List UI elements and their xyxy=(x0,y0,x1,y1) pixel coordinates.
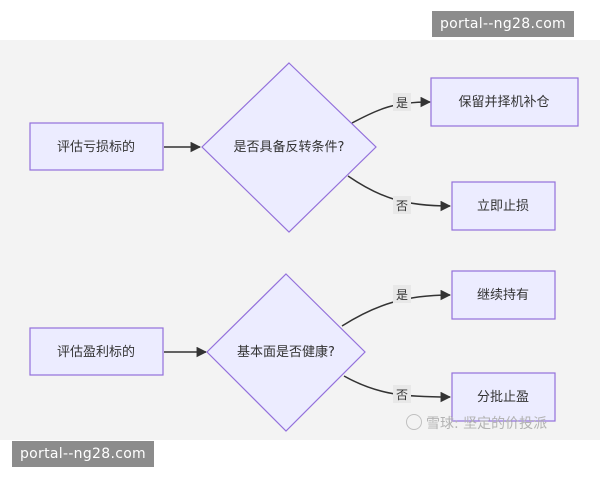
node-take-profit: 分批止盈 xyxy=(451,372,556,422)
snowball-logo-icon xyxy=(406,414,422,430)
node-reversal-decision: 是否具备反转条件? xyxy=(201,62,377,233)
flowchart-canvas: 是 否 是 否 评估亏损标的 是否具备反转条件? 保留并择机补仓 xyxy=(0,40,600,440)
svg-text:分批止盈: 分批止盈 xyxy=(477,390,529,405)
edge-label-no-2: 否 xyxy=(393,385,411,403)
site-badge-bottom: portal--ng28.com xyxy=(12,441,154,467)
edge-label-yes-2: 是 xyxy=(393,285,411,303)
svg-text:基本面是否健康?: 基本面是否健康? xyxy=(237,344,335,360)
svg-text:是否具备反转条件?: 是否具备反转条件? xyxy=(234,139,345,155)
svg-text:否: 否 xyxy=(396,199,408,213)
node-keep-add: 保留并择机补仓 xyxy=(430,77,579,127)
edge-label-no-1: 否 xyxy=(393,196,411,214)
node-fundamental-decision: 基本面是否健康? xyxy=(206,273,366,432)
watermark-text: 雪球: 坚定的价投派 xyxy=(426,416,548,432)
svg-text:保留并择机补仓: 保留并择机补仓 xyxy=(458,95,549,110)
node-keep-hold: 继续持有 xyxy=(451,270,556,320)
xueqiu-watermark: 雪球: 坚定的价投派 xyxy=(406,413,547,433)
svg-text:评估亏损标的: 评估亏损标的 xyxy=(57,139,135,155)
node-evaluate-loss: 评估亏损标的 xyxy=(29,122,164,171)
edge-reversal-yes xyxy=(351,96,432,124)
node-evaluate-profit: 评估盈利标的 xyxy=(29,327,164,376)
svg-text:立即止损: 立即止损 xyxy=(477,199,529,214)
svg-text:否: 否 xyxy=(396,388,408,402)
svg-text:评估盈利标的: 评估盈利标的 xyxy=(57,344,135,360)
svg-text:继续持有: 继续持有 xyxy=(477,288,529,303)
node-stop-loss: 立即止损 xyxy=(451,181,556,231)
flowchart-svg: 是 否 是 否 评估亏损标的 是否具备反转条件? 保留并择机补仓 xyxy=(29,62,579,432)
edge-fundamental-no xyxy=(343,375,452,403)
svg-text:是: 是 xyxy=(396,96,408,110)
site-badge-top: portal--ng28.com xyxy=(432,11,574,37)
edge-fundamental-yes xyxy=(341,289,452,327)
edge-label-yes-1: 是 xyxy=(393,93,411,111)
svg-text:是: 是 xyxy=(396,288,408,302)
